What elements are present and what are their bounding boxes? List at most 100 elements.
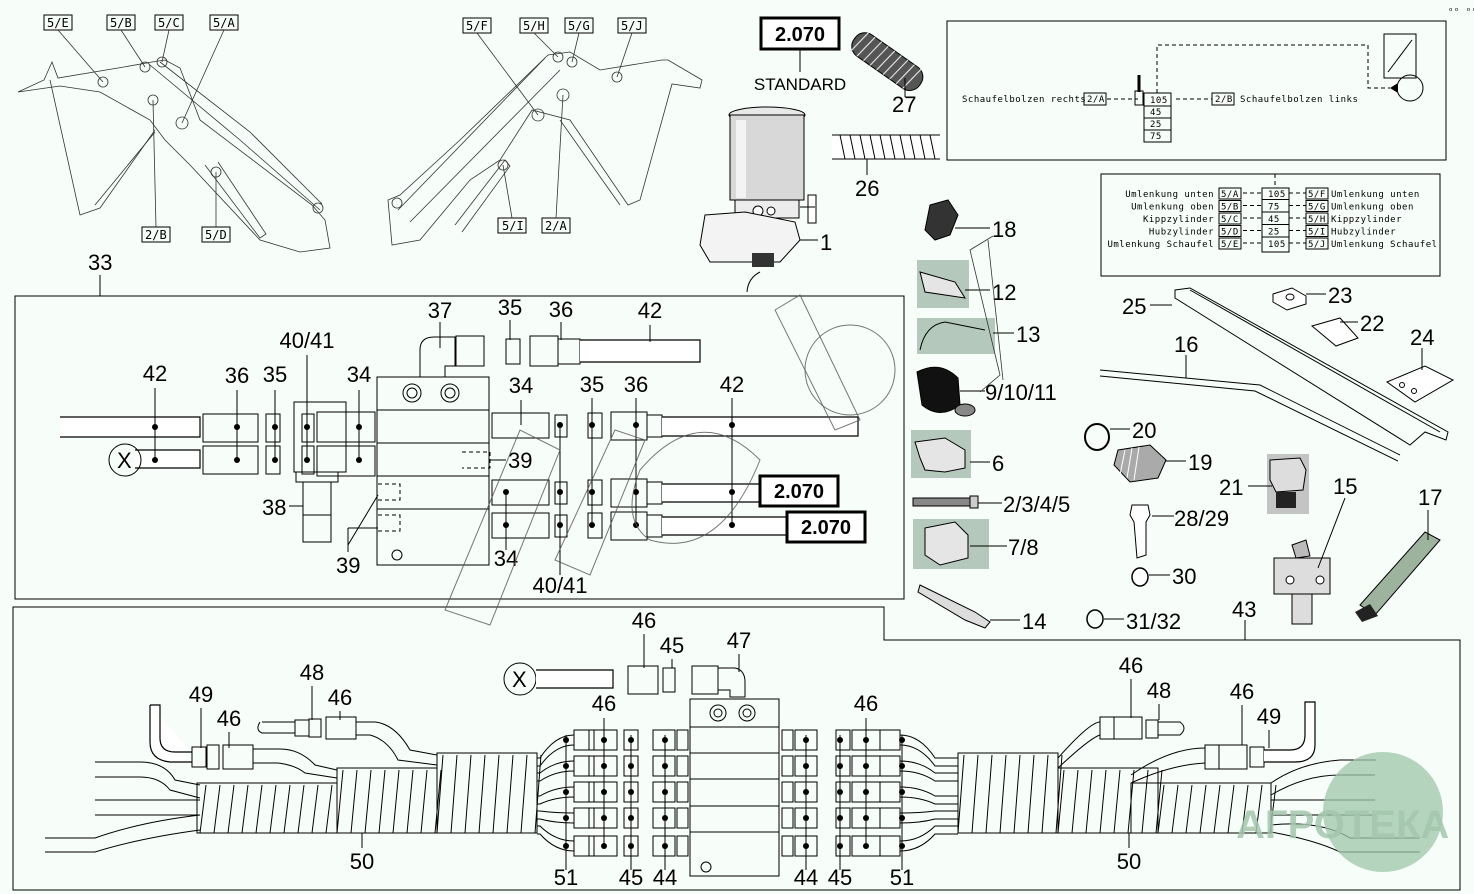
protection-hose-26[interactable]: 26 <box>832 134 940 201</box>
callout-48l[interactable]: 48 <box>300 660 324 720</box>
callout-35t[interactable]: 35 <box>498 295 522 340</box>
row-left-tag-box[interactable] <box>1218 187 1242 200</box>
row-left-tag-box[interactable] <box>1218 212 1242 225</box>
watermark-site <box>444 294 896 626</box>
tag-5E[interactable]: 5/E <box>43 14 104 83</box>
callout-37[interactable]: 37 <box>428 298 452 348</box>
part-28-29-bolt[interactable]: 28/29 <box>1129 504 1229 559</box>
outlet-box-1[interactable]: 2.070 <box>758 474 840 508</box>
callout-49l[interactable]: 49 <box>189 682 213 748</box>
callout-42t[interactable]: 42 <box>638 298 662 342</box>
callout-46cr[interactable]: 46 <box>854 691 878 849</box>
callout-35b[interactable]: 35 <box>580 372 604 528</box>
part-6[interactable]: 6 <box>911 430 1004 478</box>
part-13[interactable]: 13 <box>917 318 1040 354</box>
assembly-43-label[interactable]: 43 <box>1232 597 1256 622</box>
callout-39b[interactable]: 39 <box>336 494 379 578</box>
part-9-10-11[interactable]: 9/10/11 <box>916 366 1057 417</box>
part-14[interactable]: 14 <box>917 584 1046 634</box>
callout-51l[interactable]: 51 <box>554 735 578 890</box>
row-right-tag-box[interactable] <box>1305 212 1329 225</box>
callout-45l[interactable]: 45 <box>619 735 643 890</box>
row-right-tag-box[interactable] <box>1305 237 1329 250</box>
svg-text:31/32: 31/32 <box>1126 609 1181 634</box>
callout-42a[interactable]: 42 <box>143 361 167 463</box>
callout-40-41b[interactable]: 40/41 <box>532 422 588 598</box>
outlet-box-2[interactable]: 2.070 <box>785 510 867 544</box>
callout-46l[interactable]: 46 <box>217 706 241 748</box>
callout-47[interactable]: 47 <box>727 628 751 672</box>
tag-5C[interactable]: 5/C <box>154 14 184 63</box>
part-21-banjo[interactable]: 21 <box>1219 454 1309 514</box>
part-30-washer[interactable]: 30 <box>1131 564 1196 589</box>
svg-text:18: 18 <box>992 217 1016 242</box>
row-right-tag-box[interactable] <box>1305 225 1329 237</box>
tag-5I[interactable]: 5/I <box>497 164 527 234</box>
row-left-tag-box[interactable] <box>1218 225 1242 237</box>
callout-46cl[interactable]: 46 <box>592 691 616 849</box>
part-7-8[interactable]: 7/8 <box>913 519 1039 569</box>
callout-44l[interactable]: 44 <box>653 735 677 890</box>
part-12[interactable]: 12 <box>917 260 1016 308</box>
callout-46r[interactable]: 46 <box>1119 653 1143 718</box>
part-23[interactable]: 23 <box>1272 283 1352 311</box>
row-left-tag-box[interactable] <box>1218 237 1242 250</box>
tag-5G[interactable]: 5/G <box>564 17 594 63</box>
row-right-tag: 5/I <box>1308 228 1326 238</box>
callout-39a[interactable]: 39 <box>490 448 532 473</box>
callout-49r[interactable]: 49 <box>1257 704 1281 748</box>
part-20-seal-ring[interactable]: 20 <box>1084 418 1156 451</box>
callout-45r[interactable]: 45 <box>828 735 852 890</box>
part-17-grease-gun[interactable]: 17 <box>1355 485 1442 622</box>
part-31-32-circlip[interactable]: 31/32 <box>1086 609 1181 634</box>
assembly-33-label[interactable]: 33 <box>88 250 112 275</box>
part-15-block[interactable]: 15 <box>1273 474 1357 625</box>
callout-42b[interactable]: 42 <box>720 372 744 528</box>
callout-46top[interactable]: 46 <box>632 608 656 668</box>
callout-36t[interactable]: 36 <box>549 297 573 340</box>
tag-5D[interactable]: 5/D <box>201 172 231 243</box>
callout-35a[interactable]: 35 <box>263 362 287 463</box>
grease-pump-image[interactable] <box>699 106 817 293</box>
callout-pump[interactable]: 1 <box>800 230 832 255</box>
tag-5H[interactable]: 5/H <box>519 17 559 58</box>
pump-variant-box[interactable]: 2.070 <box>759 16 841 51</box>
row-right-tag-box[interactable] <box>1305 200 1329 212</box>
tag-2B[interactable]: 2/B <box>141 99 171 243</box>
callout-40-41a[interactable]: 40/41 <box>279 328 335 463</box>
callout-45top[interactable]: 45 <box>660 633 684 668</box>
tag-2A[interactable]: 2/A <box>541 94 571 234</box>
part-18[interactable]: 18 <box>924 199 1016 242</box>
callout-36b[interactable]: 36 <box>624 372 648 528</box>
row-right-tag-box[interactable] <box>1305 187 1329 200</box>
callout-46r2[interactable]: 46 <box>1230 679 1254 745</box>
callout-51r[interactable]: 51 <box>890 735 914 890</box>
callout-46l2[interactable]: 46 <box>328 685 352 720</box>
tag-5A[interactable]: 5/A <box>181 14 239 124</box>
callout-34c[interactable]: 34 <box>494 489 518 571</box>
callout-34b[interactable]: 34 <box>509 373 533 425</box>
svg-text:15: 15 <box>1333 474 1357 499</box>
tag-5B[interactable]: 5/B <box>106 14 146 68</box>
callout-50l[interactable]: 50 <box>350 833 374 874</box>
part-16-rod[interactable]: 16 <box>1099 332 1401 462</box>
part-24[interactable]: 24 <box>1385 325 1455 403</box>
callout-36a[interactable]: 36 <box>225 363 249 463</box>
tag-5J[interactable]: 5/J <box>616 17 647 78</box>
part-25-rail[interactable]: 25 <box>1122 287 1449 446</box>
svg-text:2/A: 2/A <box>545 219 567 233</box>
svg-text:36: 36 <box>624 372 648 397</box>
tag-5F[interactable]: 5/F <box>462 17 539 116</box>
part-19-plug[interactable]: 19 <box>1113 444 1212 483</box>
part-22[interactable]: 22 <box>1310 311 1384 347</box>
row-left-tag-box[interactable] <box>1218 200 1242 212</box>
part-2-3-4-5[interactable]: 2/3/4/5 <box>912 492 1070 517</box>
callout-48r[interactable]: 48 <box>1147 678 1171 720</box>
row-left-label: Umlenkung oben <box>1131 203 1214 213</box>
callout-34a[interactable]: 34 <box>347 362 371 463</box>
spiral-hose-27[interactable]: 27 <box>847 28 927 117</box>
callout-44r[interactable]: 44 <box>794 735 818 890</box>
callout-38[interactable]: 38 <box>262 495 303 520</box>
callout-50r[interactable]: 50 <box>1117 833 1141 874</box>
spiral-wrap-left <box>196 752 542 834</box>
